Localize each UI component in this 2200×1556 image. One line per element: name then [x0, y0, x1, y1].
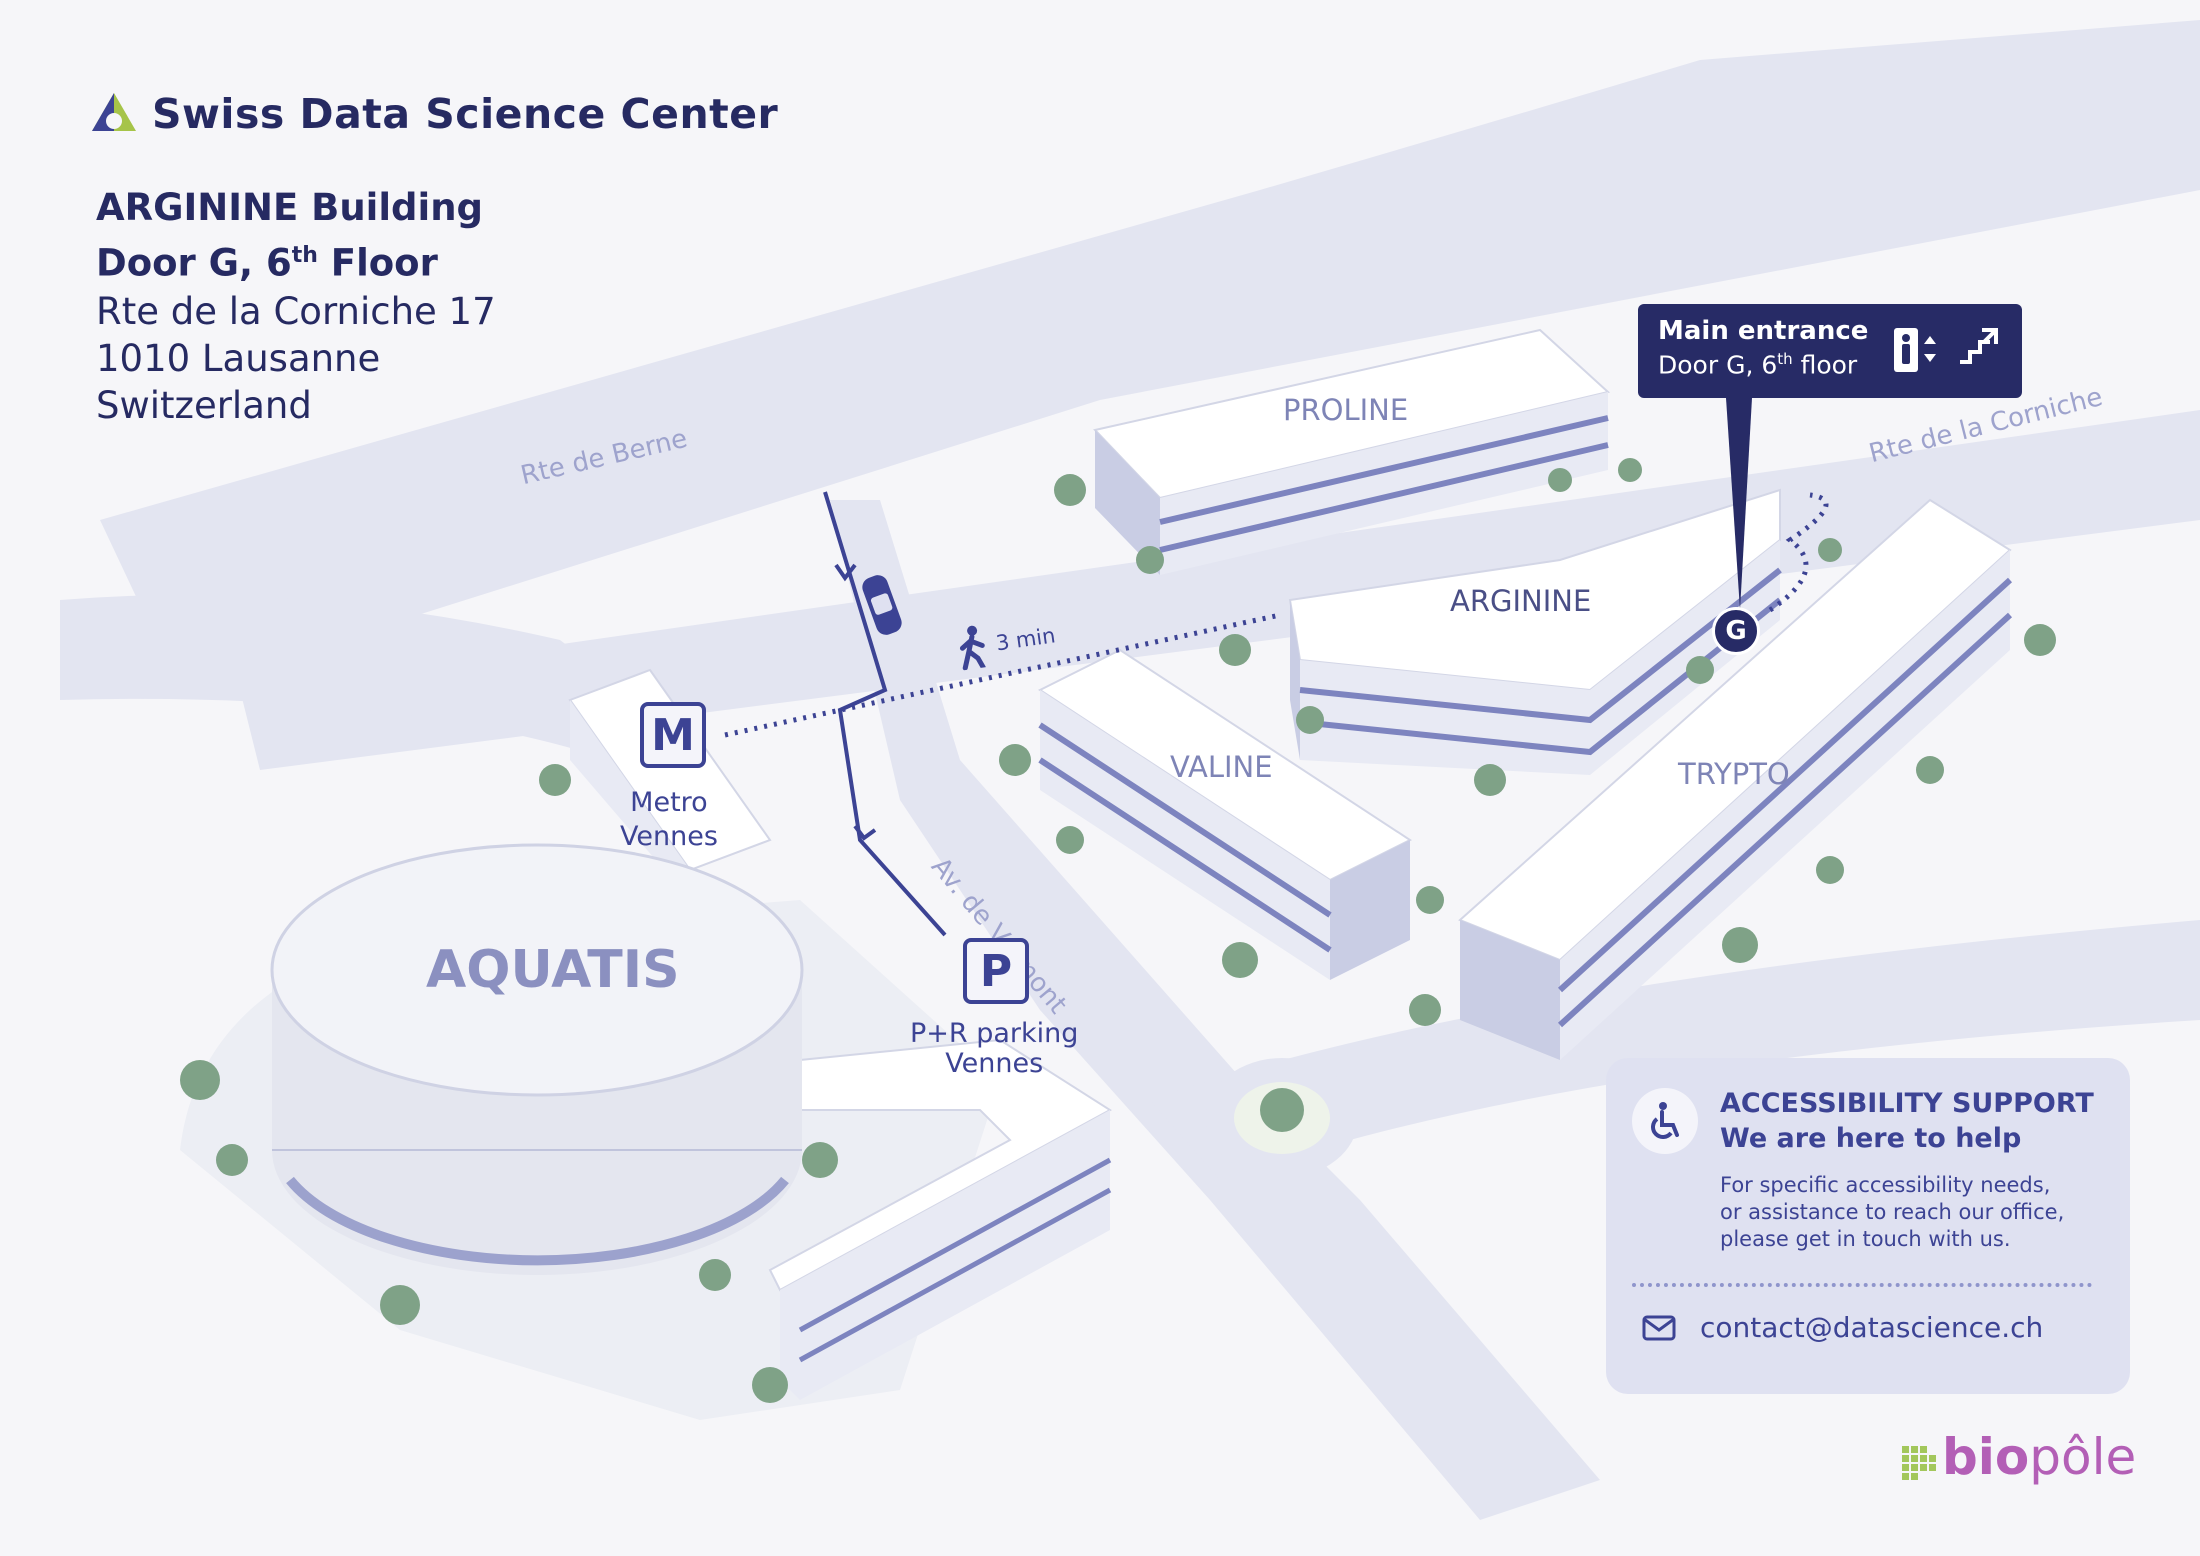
- parking-line2: Vennes: [945, 1048, 1044, 1079]
- entrance-detail-suffix: floor: [1792, 350, 1858, 380]
- entrance-detail-sup: th: [1777, 350, 1793, 368]
- accessibility-body-3: please get in touch with us.: [1720, 1227, 2011, 1251]
- road-southeast: [1150, 920, 2200, 1180]
- address-block: Rte de la Corniche 17 1010 Lausanne Swit…: [96, 288, 496, 429]
- address-street: Rte de la Corniche 17: [96, 290, 496, 333]
- accessibility-subtitle: We are here to help: [1720, 1123, 2022, 1154]
- biopole-suffix: pôle: [2029, 1428, 2137, 1486]
- address-country: Switzerland: [96, 384, 312, 427]
- floor-sup: th: [291, 243, 318, 268]
- road-rte-de-la-corniche: [240, 410, 2200, 770]
- metro-line2: Vennes: [620, 821, 718, 852]
- accessibility-body-2: or assistance to reach our office,: [1720, 1200, 2065, 1224]
- floor-suffix: Floor: [317, 241, 438, 285]
- wheelchair-icon: [1632, 1088, 1698, 1154]
- building-name: ARGININE Building: [96, 186, 484, 229]
- accessibility-card: ACCESSIBILITY SUPPORT We are here to hel…: [1606, 1058, 2130, 1394]
- parking-line1: P+R parking: [910, 1018, 1079, 1049]
- biopole-wordmark: biopôle: [1942, 1432, 2136, 1482]
- contact-email-link[interactable]: contact@datascience.ch: [1700, 1311, 2044, 1344]
- building-valine: [1037, 648, 1413, 980]
- building-proline: [1093, 328, 1611, 575]
- road-rte-de-berne: [100, 20, 2200, 690]
- road-curve-west: [60, 595, 680, 770]
- building-metro-station: [568, 668, 772, 900]
- trees: [180, 458, 2056, 1403]
- building-parking: [768, 1038, 1112, 1400]
- accessibility-body: For specific accessibility needs, or ass…: [1632, 1172, 2096, 1253]
- brand-name: Swiss Data Science Center: [152, 90, 779, 138]
- main-entrance-callout: Main entrance Door G, 6th floor: [1638, 304, 2022, 398]
- contact-email-row[interactable]: contact@datascience.ch: [1632, 1311, 2096, 1344]
- building-floor: Door G, 6th Floor: [96, 232, 483, 287]
- biopole-prefix: bio: [1942, 1428, 2030, 1486]
- biopole-mark-icon: [1902, 1446, 1936, 1480]
- walk-time-indicator: 3 min: [955, 613, 1058, 671]
- stairs-icon: [1960, 328, 1998, 364]
- sdsc-logo-icon: [92, 93, 136, 131]
- entrance-detail-prefix: Door G, 6: [1658, 350, 1778, 380]
- label-trypto: TRYPTO: [1678, 757, 1790, 791]
- callout-pointer: [1726, 398, 1752, 610]
- label-valine: VALINE: [1170, 750, 1273, 784]
- accessibility-title: ACCESSIBILITY SUPPORT: [1720, 1088, 2094, 1119]
- building-trypto: [1458, 498, 2013, 1060]
- accessibility-divider: [1632, 1283, 2092, 1287]
- parking-label: P+R parking Vennes: [910, 1017, 1078, 1077]
- label-aquatis: AQUATIS: [426, 940, 680, 1000]
- building-heading: ARGININE Building Door G, 6th Floor: [96, 184, 483, 287]
- metro-stop-icon: M: [640, 702, 706, 768]
- elevator-icon: [1894, 328, 1936, 372]
- car-icon: [862, 575, 902, 635]
- entrance-detail: Door G, 6th floor: [1658, 350, 2002, 379]
- metro-stop-label: Metro Vennes: [620, 786, 718, 854]
- mail-icon: [1642, 1315, 1676, 1340]
- address-city: 1010 Lausanne: [96, 337, 381, 380]
- entrance-title: Main entrance: [1658, 316, 1869, 346]
- metro-line1: Metro: [630, 787, 708, 818]
- label-arginine: ARGININE: [1450, 584, 1592, 618]
- accessibility-body-1: For specific accessibility needs,: [1720, 1173, 2051, 1197]
- drive-route: [823, 491, 947, 937]
- walk-time: 3 min: [994, 623, 1057, 656]
- floor-prefix: Door G, 6: [96, 241, 292, 285]
- label-proline: PROLINE: [1283, 393, 1409, 427]
- parking-icon: P: [963, 938, 1029, 1004]
- building-aquatis: [270, 843, 804, 1275]
- road-av-de-valmont: [830, 500, 1600, 1520]
- biopole-logo: biopôle: [1902, 1432, 2136, 1482]
- brand-logo: Swiss Data Science Center: [90, 90, 778, 138]
- pedestrian-icon: [959, 625, 986, 671]
- entrance-path: [1768, 492, 1829, 613]
- door-g-marker: G: [1712, 607, 1760, 655]
